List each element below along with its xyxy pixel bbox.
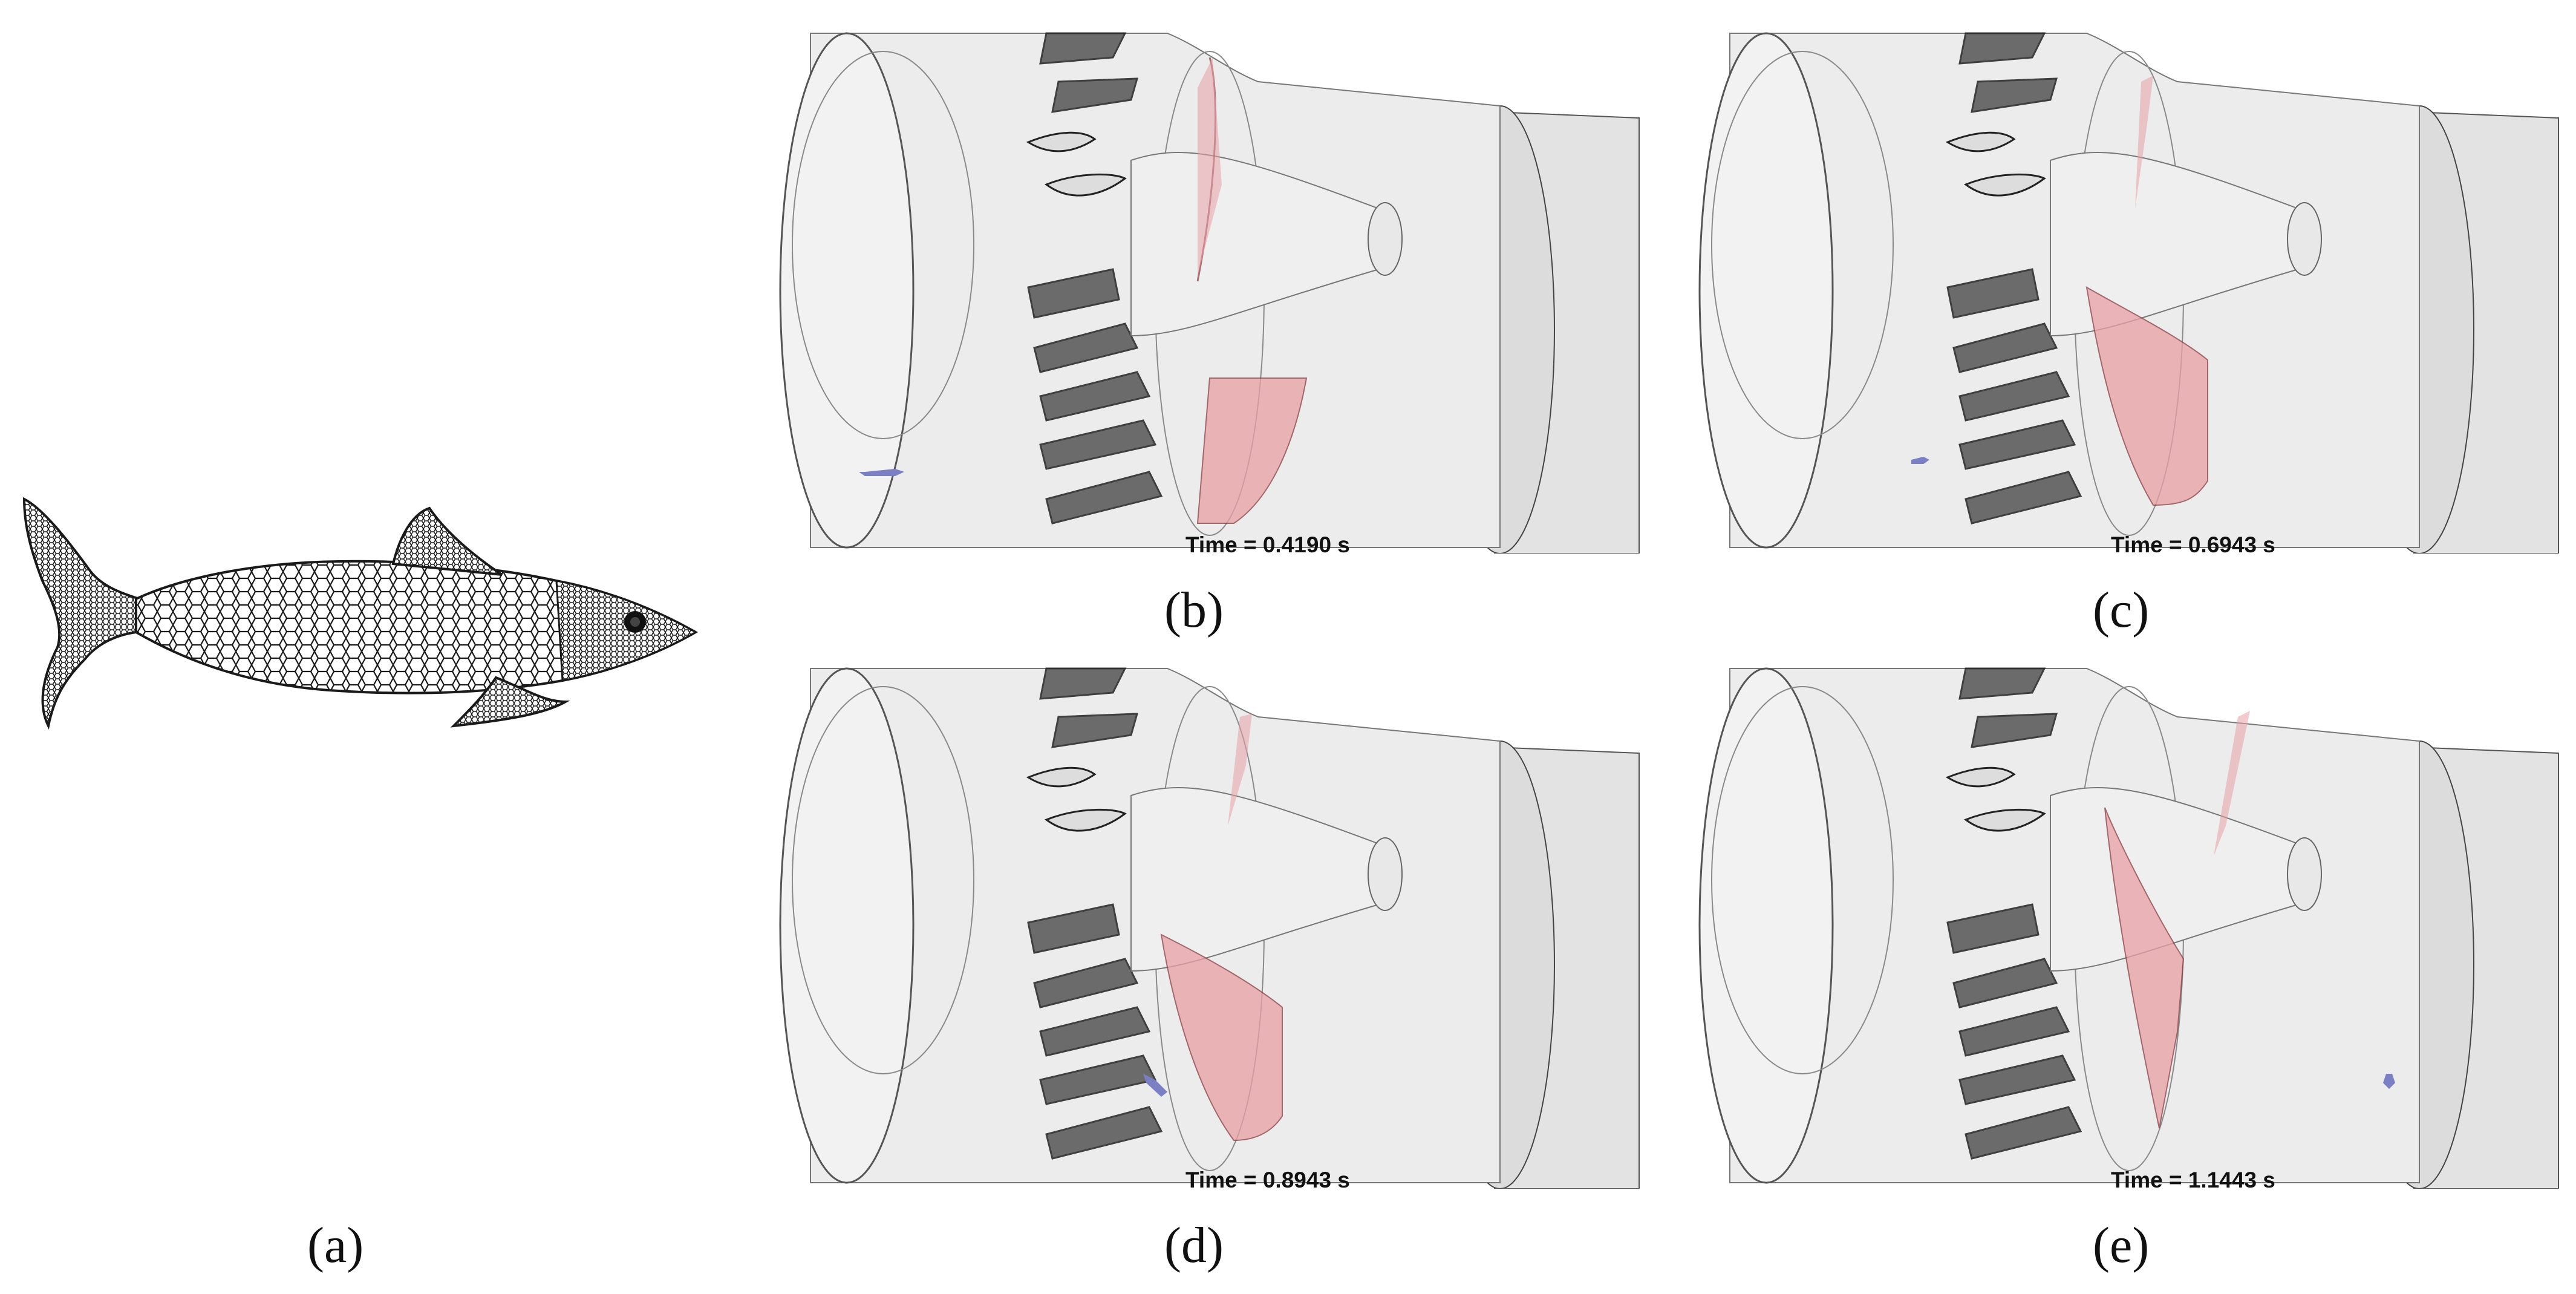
panel-c: Time = 0.6943 s: [1694, 21, 2565, 557]
panel-d: Time = 0.8943 s: [774, 656, 1645, 1192]
caption-c: (c): [2093, 582, 2150, 638]
caption-e: (e): [2093, 1217, 2150, 1273]
fish-tail-fin: [22, 497, 141, 730]
impact-region: [2085, 286, 2208, 506]
fan-blades: [1026, 32, 1163, 524]
impact-region: [1196, 377, 1308, 524]
fish-pectoral-fin: [450, 676, 570, 728]
caption-b: (b): [1164, 582, 1224, 638]
fish-dorsal-fin: [391, 506, 503, 576]
time-label-e: Time = 1.1443 s: [2111, 1168, 2275, 1192]
engine-inlet: [1698, 667, 1834, 1184]
fish-marker: [1911, 457, 1929, 464]
impact-region: [2104, 807, 2185, 1129]
caption-d: (d): [1164, 1217, 1224, 1273]
engine-render: [1698, 32, 2559, 554]
time-label-c: Time = 0.6943 s: [2111, 532, 2275, 557]
panel-e: Time = 1.1443 s: [1694, 656, 2565, 1192]
time-label-d: Time = 0.8943 s: [1185, 1168, 1350, 1192]
engine-render: [779, 667, 1640, 1189]
panel-b: Time = 0.4190 s: [774, 21, 1645, 557]
engine-render: [1698, 667, 2559, 1189]
fish-marker: [1143, 1074, 1167, 1097]
engine-inlet: [1698, 32, 1834, 549]
impact-region: [1160, 933, 1283, 1142]
fish-marker: [2383, 1074, 2395, 1089]
time-label-b: Time = 0.4190 s: [1185, 532, 1350, 557]
fan-blades: [1026, 667, 1163, 1160]
fan-blades: [1945, 667, 2082, 1160]
fish-mesh-model: [22, 497, 699, 730]
fish-marker: [859, 469, 904, 476]
panel-a: [0, 472, 726, 762]
caption-a: (a): [307, 1217, 364, 1273]
engine-inlet: [779, 667, 915, 1184]
fan-blades: [1945, 32, 2082, 524]
engine-inlet: [779, 32, 915, 549]
engine-render: [779, 32, 1640, 554]
